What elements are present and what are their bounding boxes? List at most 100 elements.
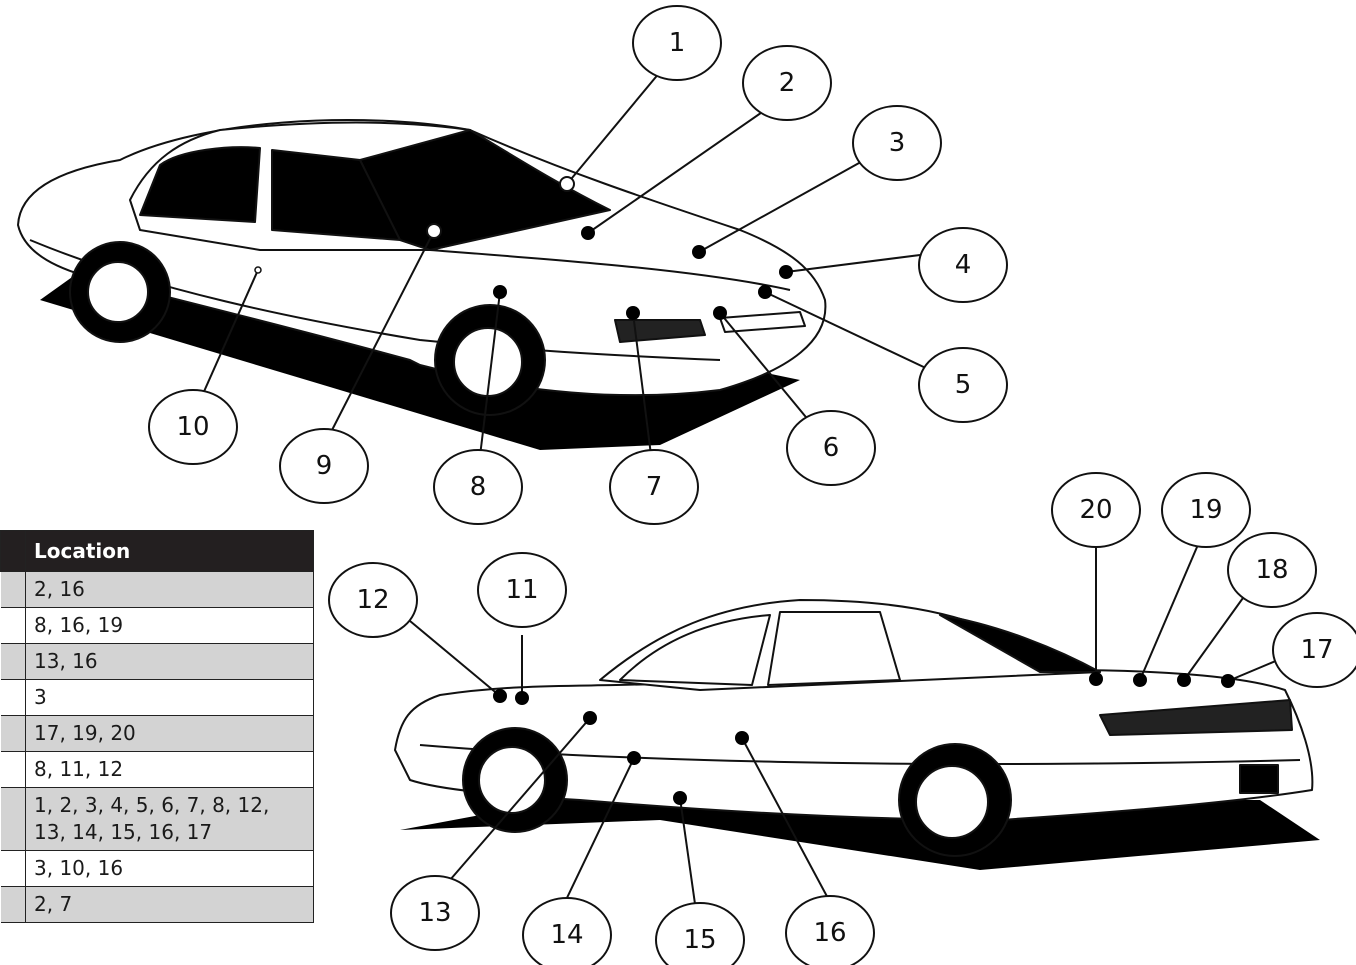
rear-window-front [619,614,771,686]
callout-circle-5 [918,347,1008,423]
pointer-dot-11 [515,691,529,705]
callout-circle-12 [328,562,418,638]
rear-taillight [1099,699,1293,736]
table-row: 17, 19, 20 [0,715,314,752]
leader-line-12 [409,620,501,697]
location-cell: 17, 19, 20 [25,715,314,752]
rear-car-shadow [400,800,1320,870]
table-row: 8, 11, 12 [0,751,314,788]
rear-rear-wheel-hub [915,765,989,839]
pointer-dot-1 [559,176,575,192]
leader-line-1 [566,71,661,185]
rear-window-middle [767,611,901,686]
pointer-dot-18 [1177,673,1191,687]
callout-circle-14 [522,897,612,965]
callout-number-5: 5 [955,370,972,400]
pointer-dot-6 [713,306,727,320]
pointer-dot-2 [581,226,595,240]
leader-line-7 [632,312,652,456]
callout-circle-15 [655,902,745,965]
pointer-dot-9 [426,223,442,239]
table-row: 3, 10, 16 [0,850,314,887]
location-table: Location 2, 16 8, 16, 19 13, 16 3 17, 19… [0,530,314,923]
pointer-dot-12 [493,689,507,703]
leader-line-2 [587,107,769,234]
pointer-dot-20 [1089,672,1103,686]
location-cell: 8, 16, 19 [25,607,314,644]
leader-line-16 [741,737,831,903]
rear-car-body [394,669,1314,821]
table-row: 1, 2, 3, 4, 5, 6, 7, 8, 12, 13, 14, 15, … [0,787,314,851]
callout-circle-6 [786,410,876,486]
callout-circle-3 [852,105,942,181]
location-cell: 3 [25,679,314,716]
callout-number-7: 7 [646,472,663,502]
callout-number-20: 20 [1079,495,1112,525]
table-row: 8, 16, 19 [0,607,314,644]
pointer-dot-14 [627,751,641,765]
leader-line-3 [698,157,869,253]
rear-car-illustration [394,599,1320,870]
callout-circle-19 [1161,472,1251,548]
leader-line-17 [1227,659,1279,682]
callout-number-13: 13 [418,898,451,928]
callout-number-8: 8 [470,472,487,502]
callout-number-12: 12 [356,585,389,615]
callout-circle-2 [742,45,832,121]
pointer-dot-8 [493,285,507,299]
front-headlight [614,319,706,343]
front-windshield [359,129,611,251]
pointer-dot-4 [779,265,793,279]
callout-circle-1 [632,5,722,81]
front-window-front [271,149,401,241]
callout-circle-11 [477,552,567,628]
callout-circle-17 [1272,612,1356,688]
callout-number-16: 16 [813,918,846,948]
callout-circle-13 [390,875,480,951]
leader-line-13 [449,717,591,881]
location-cell: 3, 10, 16 [25,850,314,887]
pointer-dot-19 [1133,673,1147,687]
leader-line-9 [329,230,435,435]
location-cell: 2, 16 [25,571,314,608]
location-cell: 13, 16 [25,643,314,680]
front-car-illustration [17,119,827,450]
callouts: 1 2 3 4 5 6 7 8 9 10 11 12 13 14 15 16 1… [148,5,1356,965]
front-grille [719,311,806,333]
table-row: 13, 16 [0,643,314,680]
callout-circle-16 [785,895,875,965]
callout-number-10: 10 [176,412,209,442]
leader-line-10 [201,269,259,397]
leader-line-14 [564,757,635,903]
pointer-dot-16 [735,731,749,745]
callout-circle-10 [148,389,238,465]
leader-line-18 [1183,590,1249,681]
rear-front-wheel-hub [478,746,546,814]
table-row: 2, 7 [0,886,314,923]
callout-number-4: 4 [955,250,972,280]
pointer-dot-3 [692,245,706,259]
front-window-rear [139,146,261,223]
pointer-dot-7 [626,306,640,320]
callout-number-6: 6 [823,433,840,463]
front-hood-line [429,249,791,291]
table-header-blank [0,530,26,572]
callout-circle-4 [918,227,1008,303]
callout-circle-7 [609,449,699,525]
callout-number-2: 2 [779,68,796,98]
callout-circle-9 [279,428,369,504]
leader-line-8 [479,291,501,457]
callout-number-15: 15 [683,925,716,955]
callout-number-3: 3 [889,128,906,158]
leader-line-6 [719,312,811,423]
rear-license-plate [1239,764,1279,794]
callout-circle-20 [1051,472,1141,548]
pointer-dot-17 [1221,674,1235,688]
leader-line-19 [1139,539,1201,681]
pointer-dot-13 [583,711,597,725]
location-cell: 2, 7 [25,886,314,923]
callout-number-17: 17 [1300,635,1333,665]
callout-number-11: 11 [505,575,538,605]
callout-number-18: 18 [1255,555,1288,585]
